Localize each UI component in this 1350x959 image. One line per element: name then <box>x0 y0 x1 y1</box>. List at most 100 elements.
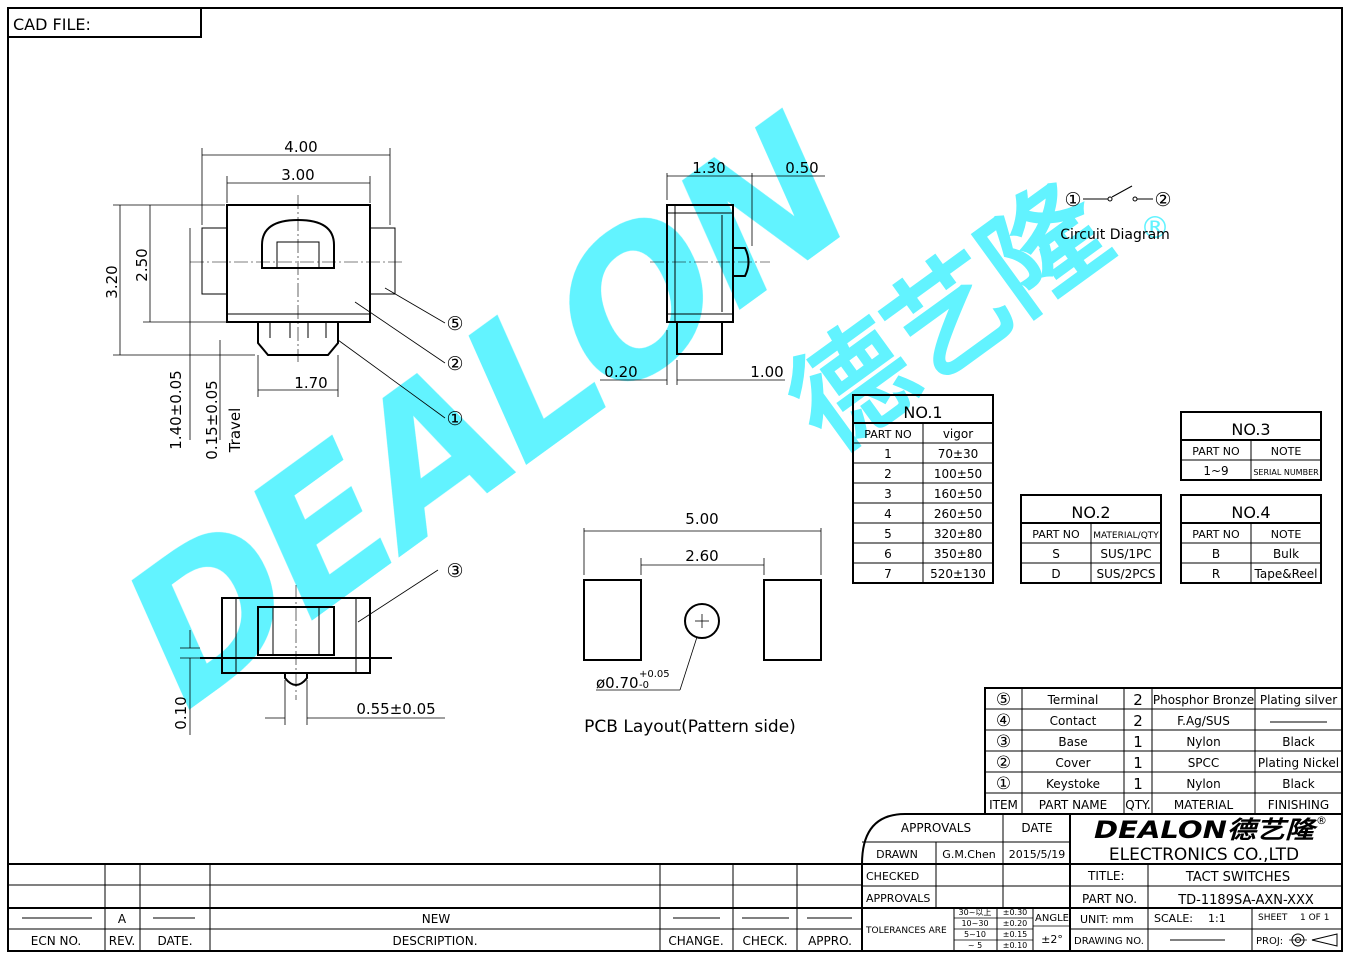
tolerance-value: ±0.20 <box>1003 919 1028 928</box>
tolerance-value: ±0.15 <box>1003 930 1028 939</box>
drawn-by: G.M.Chen <box>942 848 995 861</box>
revision-header: DATE. <box>157 934 192 948</box>
dim-0-55: 0.55±0.05 <box>356 700 435 718</box>
no1-header-value: vigor <box>943 427 973 441</box>
no3-cell-part: 1~9 <box>1203 464 1228 478</box>
bom-material: F.Ag/SUS <box>1177 714 1230 728</box>
watermark-reg: ® <box>1140 211 1170 246</box>
dim-0-50: 0.50 <box>785 159 818 177</box>
circuit-diagram: ① ② Circuit Diagram <box>1060 185 1172 243</box>
title-value: TACT SWITCHES <box>1185 870 1290 885</box>
date-label: DATE <box>1021 821 1052 835</box>
circuit-terminal-right: ② <box>1154 189 1171 211</box>
dim-5-00: 5.00 <box>685 510 718 528</box>
bom-item-number: ③ <box>996 732 1011 752</box>
bom-item-number: ② <box>996 753 1011 773</box>
no1-cell-part: 7 <box>884 567 892 581</box>
no1-cell-part: 5 <box>884 527 892 541</box>
no1-cell-part: 1 <box>884 447 892 461</box>
no2-cell-value: SUS/2PCS <box>1097 567 1156 581</box>
cad-file-label: CAD FILE: <box>13 15 91 34</box>
no1-cell-value: 160±50 <box>934 487 982 501</box>
dim-1-70: 1.70 <box>294 374 327 392</box>
no4-title: NO.4 <box>1231 503 1270 522</box>
tolerance-range: 5~10 <box>964 930 986 939</box>
title-block: A NEW ECN NO.REV.DATE.DESCRIPTION.CHANGE… <box>8 813 1342 951</box>
bom-qty: 2 <box>1133 712 1143 730</box>
no4-cell-part: R <box>1212 567 1220 581</box>
bom-part-name: Keystoke <box>1046 777 1100 791</box>
bom-item-number: ⑤ <box>996 690 1011 710</box>
no1-cell-value: 350±80 <box>934 547 982 561</box>
bom-header: FINISHING <box>1268 798 1329 812</box>
dim-0-10: 0.10 <box>172 696 190 729</box>
no3-header-value: NOTE <box>1271 445 1302 458</box>
company-logo-reg: ® <box>1316 814 1327 827</box>
desc-value: NEW <box>422 912 451 926</box>
approvals2-label: APPROVALS <box>866 892 930 905</box>
bom-finishing: Black <box>1282 777 1315 791</box>
no3-header-part-no: PART NO <box>1192 445 1240 458</box>
bom-header: QTY. <box>1125 798 1151 812</box>
bom-part-name: Terminal <box>1047 693 1099 707</box>
bom-qty: 1 <box>1133 733 1143 751</box>
bom-finishing: Plating Nickel <box>1258 756 1339 770</box>
tolerance-range: ~ 5 <box>968 941 982 950</box>
bom-qty: 2 <box>1133 691 1143 709</box>
no2-cell-part: D <box>1051 567 1060 581</box>
bom-material: SPCC <box>1188 756 1220 770</box>
revision-header: APPRO. <box>808 934 852 948</box>
checked-label: CHECKED <box>866 870 919 883</box>
cad-file-box: CAD FILE: <box>7 7 202 38</box>
no3-cell-value: SERIAL NUMBER <box>1253 468 1319 477</box>
dim-travel: Travel <box>226 408 244 454</box>
bom-part-name: Contact <box>1050 714 1097 728</box>
tolerances-label: TOLERANCES ARE <box>865 926 947 936</box>
bom-finishing: Plating silver <box>1260 693 1337 707</box>
bom-part-name: Cover <box>1055 756 1090 770</box>
drawn-label: DRAWN <box>876 848 918 861</box>
revision-header: CHECK. <box>742 934 787 948</box>
front-view: 4.00 3.00 3.20 2.50 1.40±0.05 0.15±0.05 … <box>103 138 464 460</box>
rev-value: A <box>118 912 127 926</box>
side-view: 1.30 0.50 0.20 1.00 <box>600 159 825 385</box>
no4-cell-part: B <box>1212 547 1220 561</box>
bottom-view: 0.10 0.55±0.05 ③ <box>172 560 464 735</box>
no1-cell-part: 3 <box>884 487 892 501</box>
bom-part-name: Base <box>1058 735 1087 749</box>
scale-label: SCALE: <box>1154 912 1193 925</box>
dim-3-00: 3.00 <box>281 166 314 184</box>
pcb-layout: 5.00 2.60 ø0.70 +0.05 -0 PCB Layout(Patt… <box>583 510 822 737</box>
no2-cell-value: SUS/1PC <box>1100 547 1151 561</box>
dim-1-00: 1.00 <box>750 363 783 381</box>
dim-0-20: 0.20 <box>604 363 637 381</box>
circuit-terminal-left: ① <box>1064 189 1081 211</box>
drawn-date: 2015/5/19 <box>1009 848 1065 861</box>
revision-header: ECN NO. <box>31 934 82 948</box>
drawing-no-label: DRAWING NO. <box>1074 936 1144 947</box>
bom-header: MATERIAL <box>1174 798 1234 812</box>
pcb-layout-label: PCB Layout(Pattern side) <box>584 717 796 737</box>
proj-label: PROJ: <box>1256 936 1283 947</box>
bom-header: PART NAME <box>1039 798 1107 812</box>
tolerance-value: ±0.30 <box>1003 908 1028 917</box>
bom-qty: 1 <box>1133 775 1143 793</box>
angle-value: ±2° <box>1041 933 1063 946</box>
no2-cell-part: S <box>1052 547 1060 561</box>
dim-1-30: 1.30 <box>692 159 725 177</box>
circuit-label: Circuit Diagram <box>1060 227 1170 243</box>
bom-material: Nylon <box>1186 777 1220 791</box>
no1-cell-part: 2 <box>884 467 892 481</box>
bom-material: Nylon <box>1186 735 1220 749</box>
sheet-value: 1 OF 1 <box>1300 913 1329 923</box>
no4-cell-value: Tape&Reel <box>1254 567 1318 581</box>
revision-header: REV. <box>109 934 135 948</box>
no1-cell-part: 4 <box>884 507 892 521</box>
revision-header: DESCRIPTION. <box>392 934 477 948</box>
company-name: ELECTRONICS CO.,LTD <box>1109 845 1299 865</box>
